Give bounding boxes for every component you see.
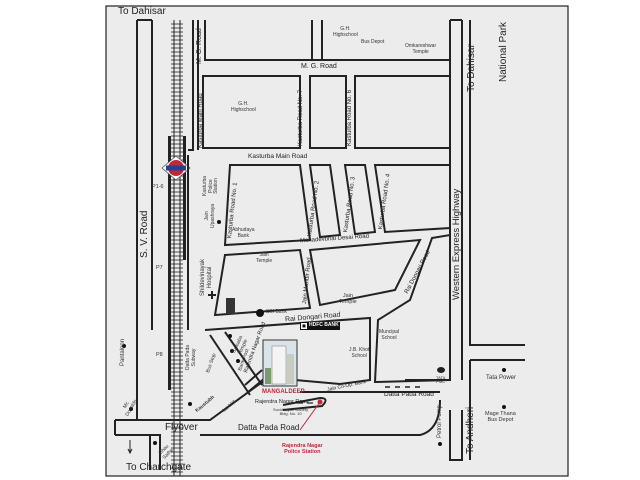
landmark-dots (122, 220, 506, 446)
landmark-mangaldeep: MANGALDEEP (262, 389, 305, 395)
landmark-suvidhayan-society: Suvidhayan Society Bldg. No. 10 (273, 407, 309, 417)
landmark-rajendra-nagar-police-station: Rajendra Nagar Police Station (282, 443, 323, 456)
landmark-datta-pada-subway: Datta Pada Subway (185, 344, 197, 370)
sv-road (136, 19, 153, 420)
national-park-label: National Park (498, 21, 509, 82)
landmark-tata-pmc: TATA PMC (436, 375, 446, 385)
landmark-shildevinayak-hospital: Shildevinayak Hospital (200, 258, 213, 296)
direction-to-churchgate: To Charchgate (126, 462, 192, 473)
platform-p7-label: P7 (156, 265, 163, 271)
platform-p8-label: P8 (156, 352, 163, 358)
datta-pada-road-east-label: Datta Pada Road (384, 391, 434, 398)
direction-to-dahisar-right: To Dahisar (466, 44, 477, 92)
rajendra-nagar-road-label: Rajendra Nagar Road (255, 399, 309, 405)
landmark-hdfc-bank: HDFC BANK (309, 322, 339, 328)
landmark-pantaloon: Pantaloon (120, 338, 126, 366)
landmark-tata-power: Tata Power (486, 375, 517, 381)
mangaldeep-building-image (262, 339, 298, 387)
landmark-gh-highschool: G.H. Highschool (231, 101, 256, 113)
kasturba-main-road-vertical-label: Kasturba Main Road (198, 93, 204, 148)
landmark-kasturba-police-station: Kasturba Police Station (202, 175, 219, 196)
down-arrow-icon (127, 440, 133, 455)
kasturba-road-6-label: Kasturba Road No. 6 (347, 89, 353, 146)
landmark-bus-depot: Bus Depot (361, 39, 385, 45)
direction-to-dahisar-top: To Dahisar (118, 6, 166, 17)
platform-p1-6 (168, 136, 171, 340)
kasturba-main-road-label: Kasturba Main Road (248, 153, 308, 160)
sbi-bank-icon (256, 309, 264, 317)
flyover-label: Flyover (165, 422, 198, 433)
western-express-highway-label: Western Express Highway (451, 188, 462, 300)
direction-to-andheri: To Andheri (465, 406, 476, 454)
landmark-abhudaya-bank: Abhudaya Bank (232, 227, 255, 239)
landmark-gh-highschool-top: G.H. Highschool (333, 26, 358, 38)
landmark-omkareshwar-temple: Omkareshwar Temple (405, 43, 437, 55)
landmark-jb-khot-school: J.B. Khot School (349, 347, 370, 359)
landmark-sbi-bank: SBI Bank (266, 309, 287, 315)
tata-icon (437, 367, 445, 373)
mg-road-label: M. G. Road (301, 63, 337, 70)
mg-road-vertical-label: M. G. Road (196, 28, 203, 64)
police-station-pointer (299, 399, 323, 431)
kasturba-road-7-label: Kasturba Road No. 7 (298, 89, 304, 146)
platform-p1-6-label: P1-6 (152, 184, 164, 190)
landmark-muncipal-school: Muncipal School (379, 329, 400, 341)
landmark-petrol-pump: Petrol Pump (437, 404, 443, 438)
city-blocks (114, 19, 525, 470)
platform-p8 (168, 340, 171, 390)
datta-pada-road-label: Datta Pada Road (238, 423, 300, 432)
hdfc-bank-badge (300, 322, 340, 330)
landmark-jain-temple-2: Jain Temple (339, 293, 357, 306)
sv-road-label: S. V. Road (139, 210, 150, 258)
hospital-building (226, 298, 235, 314)
railway-track (171, 20, 183, 476)
platform-p7 (183, 136, 186, 260)
landmark-jain-upashraya: Jain Upashraya (204, 203, 216, 228)
landmark-jain-temple-1: Jain Temple (256, 252, 273, 264)
hospital-cross-icon (208, 291, 216, 299)
railway-station-icon (161, 155, 191, 181)
landmark-magathane-bus-depot: Mage Thana Bus Depot (485, 411, 516, 424)
